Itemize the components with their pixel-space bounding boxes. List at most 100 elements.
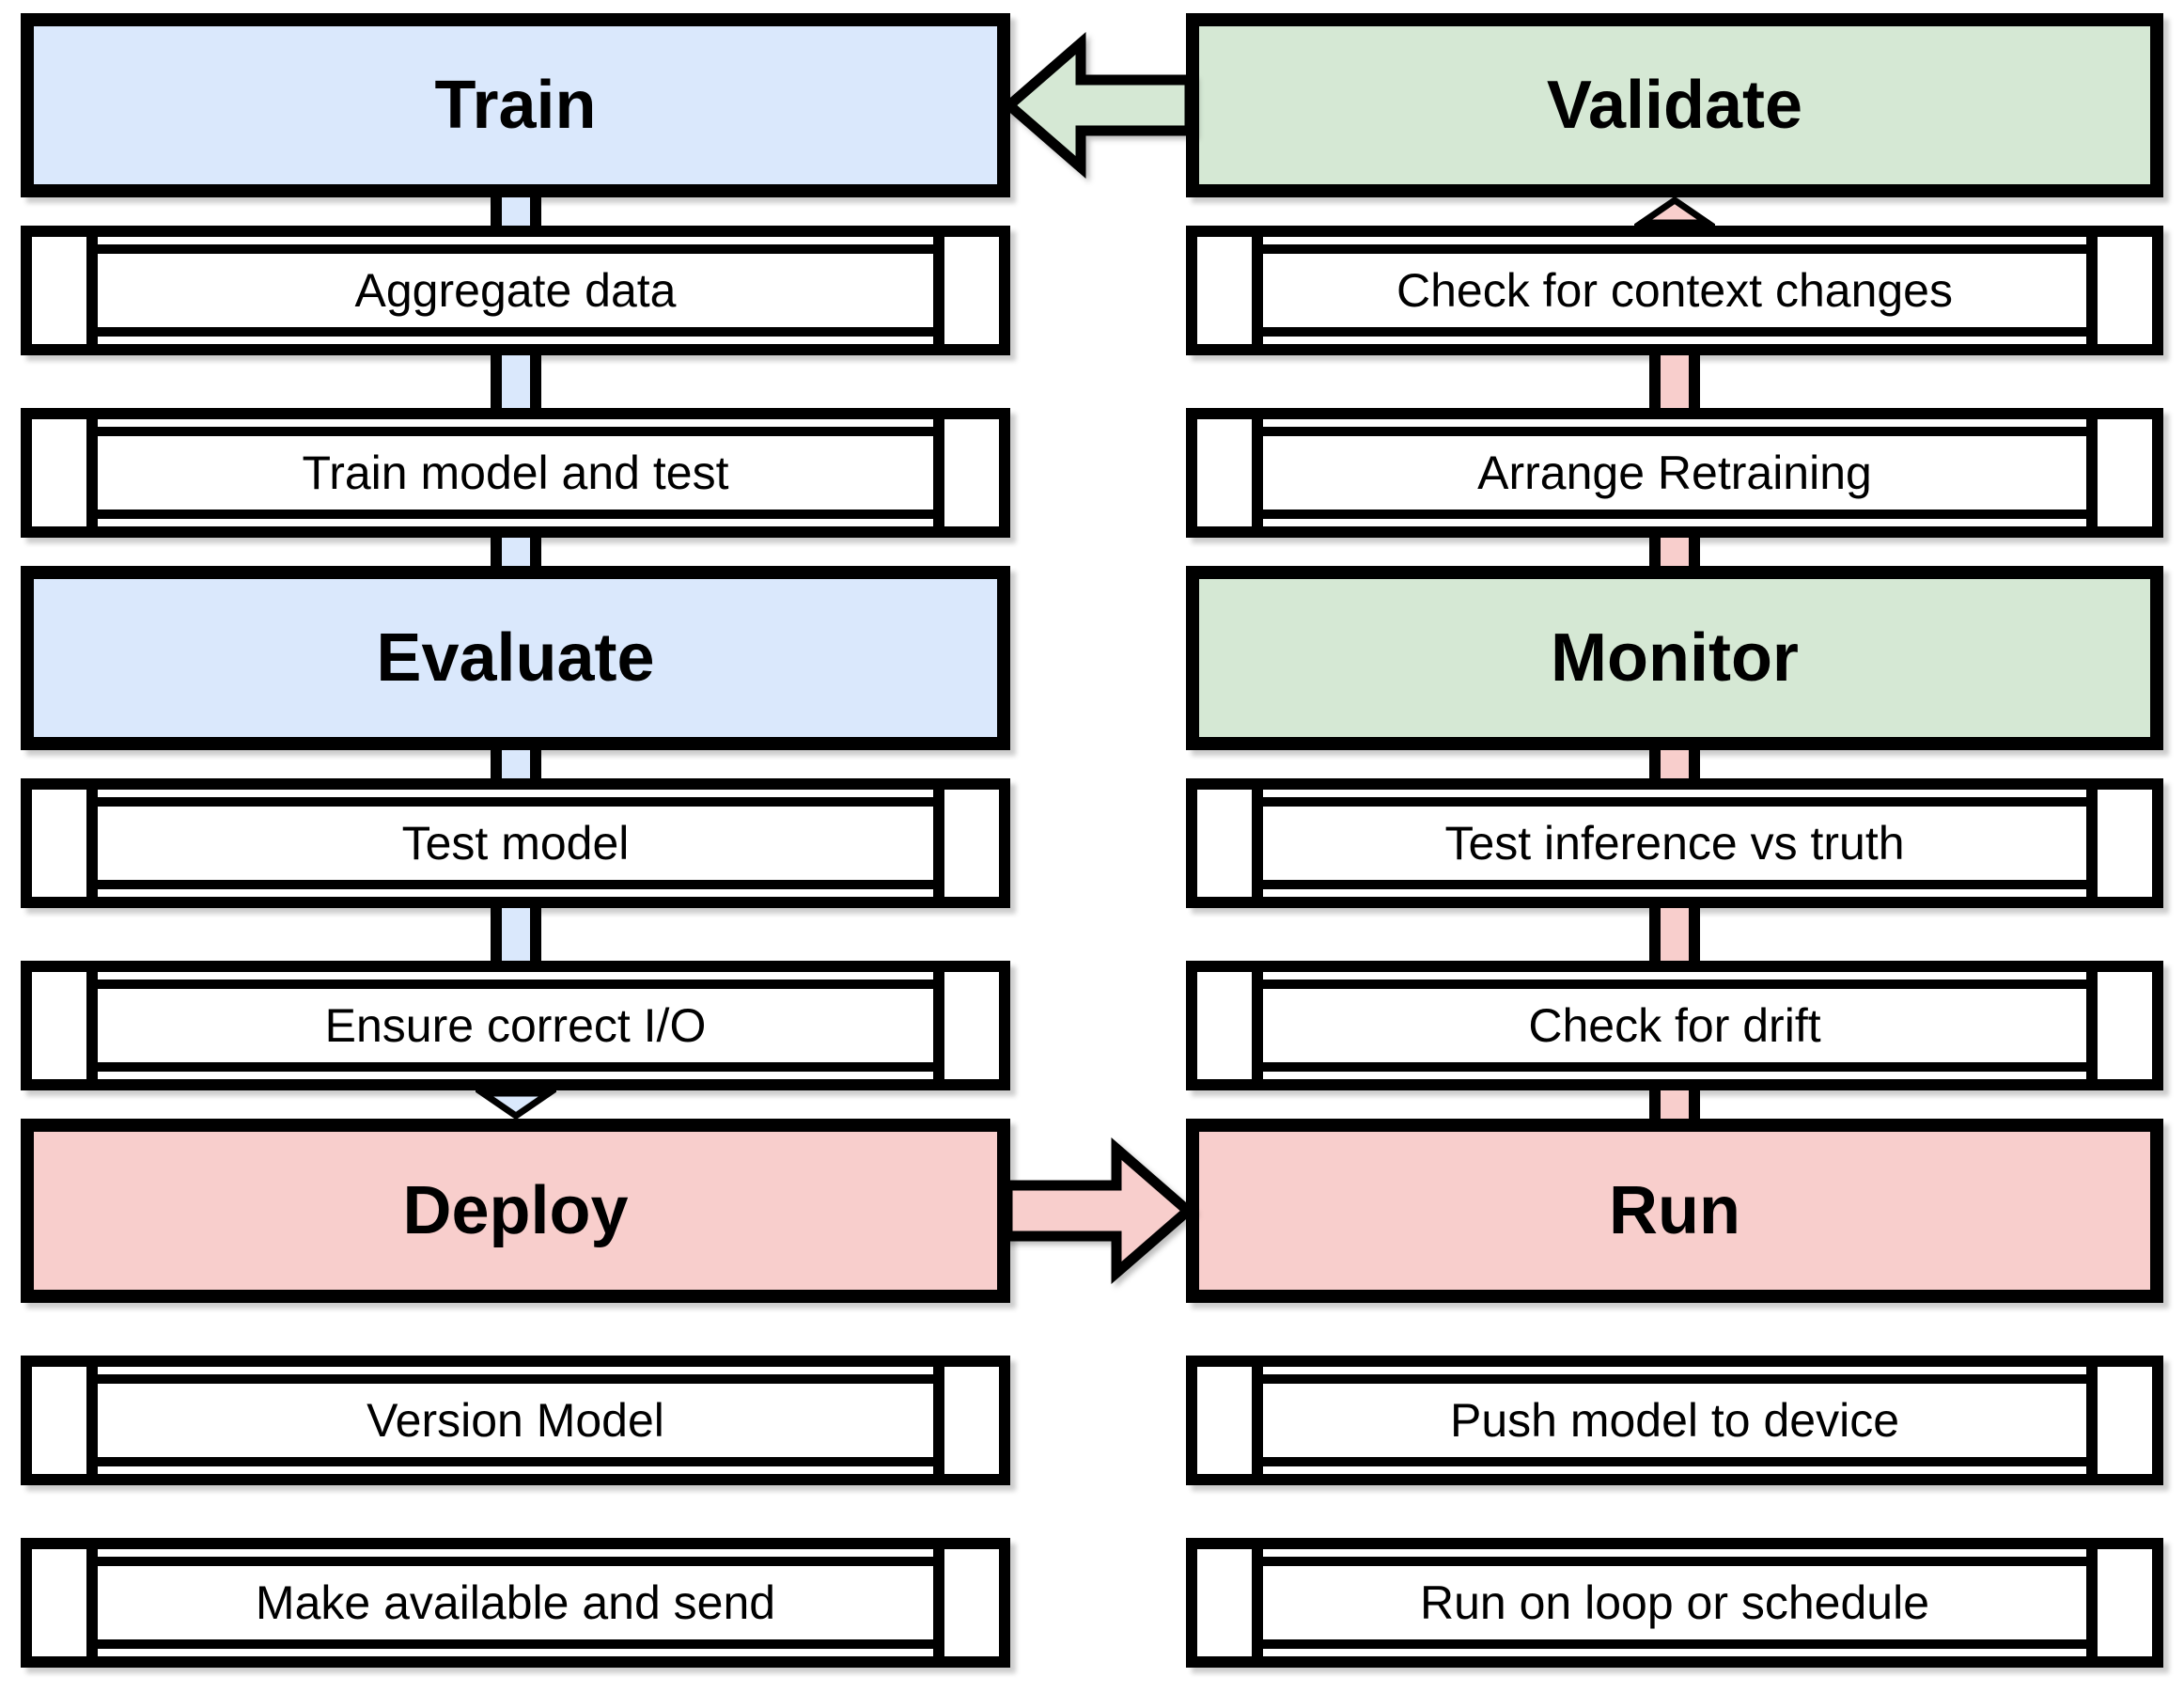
task-body: Aggregate data xyxy=(98,244,933,337)
connector-aggregate-to-trainmodel xyxy=(21,355,1010,408)
flow-stub-pink xyxy=(1649,1090,1700,1119)
task-version-model: Version Model xyxy=(21,1356,1010,1485)
task-left-cap xyxy=(1197,790,1252,897)
connector-testmodel-to-ensureio xyxy=(21,908,1010,961)
task-arrange-retraining-label: Arrange Retraining xyxy=(1477,447,1872,499)
task-aggregate-data: Aggregate data xyxy=(21,226,1010,355)
task-right-cap xyxy=(2098,237,2152,344)
header-evaluate: Evaluate xyxy=(21,566,1010,750)
task-right-divider xyxy=(2086,237,2098,344)
task-check-for-context-changes-label: Check for context changes xyxy=(1396,264,1953,317)
task-left-divider xyxy=(1252,419,1263,526)
header-validate: Validate xyxy=(1186,13,2163,197)
header-run: Run xyxy=(1186,1119,2163,1303)
connector-arrangeretraining-to-contextchanges xyxy=(1186,355,2163,408)
flow-stub-blue xyxy=(490,908,541,961)
flow-stub-blue xyxy=(490,197,541,226)
connector-checkdrift-to-testinference xyxy=(1186,908,2163,961)
task-left-divider xyxy=(86,237,98,344)
task-right-cap xyxy=(2098,1367,2152,1474)
flow-stub-pink xyxy=(1649,355,1700,408)
task-right-divider xyxy=(2086,790,2098,897)
task-body: Push model to device xyxy=(1263,1374,2086,1466)
connector-evaluate-to-testmodel xyxy=(21,750,1010,778)
down-arrowhead-icon xyxy=(475,1090,556,1119)
task-left-divider xyxy=(86,1549,98,1656)
task-right-divider xyxy=(933,237,944,344)
right-column: Validate Check for context changes Arran… xyxy=(1186,0,2163,1668)
task-version-model-label: Version Model xyxy=(367,1394,664,1447)
task-train-model-and-test: Train model and test xyxy=(21,408,1010,538)
task-body: Ensure correct I/O xyxy=(98,980,933,1072)
header-train-label: Train xyxy=(434,68,597,143)
task-left-divider xyxy=(1252,972,1263,1079)
task-make-available-and-send-label: Make available and send xyxy=(255,1576,776,1629)
connector-monitor-to-arrangeretraining xyxy=(1186,538,2163,566)
task-left-divider xyxy=(1252,237,1263,344)
task-right-cap xyxy=(2098,1549,2152,1656)
task-test-inference-vs-truth: Test inference vs truth xyxy=(1186,778,2163,908)
task-right-divider xyxy=(2086,1367,2098,1474)
task-right-cap xyxy=(2098,972,2152,1079)
task-body: Train model and test xyxy=(98,427,933,519)
validate-to-train-arrow xyxy=(1002,31,1195,180)
task-body: Check for context changes xyxy=(1263,244,2086,337)
task-run-on-loop-or-schedule-label: Run on loop or schedule xyxy=(1419,1576,1930,1629)
task-body: Arrange Retraining xyxy=(1263,427,2086,519)
task-right-cap xyxy=(944,237,999,344)
task-test-model: Test model xyxy=(21,778,1010,908)
left-column: Train Aggregate data Train model and tes… xyxy=(21,0,1010,1668)
up-arrowhead-icon xyxy=(1634,197,1715,226)
task-left-divider xyxy=(1252,1367,1263,1474)
task-aggregate-data-label: Aggregate data xyxy=(354,264,677,317)
flow-stub-blue xyxy=(490,538,541,566)
gap-run-to-pushmodel xyxy=(1186,1303,2163,1356)
gap-deploy-to-version xyxy=(21,1303,1010,1356)
task-ensure-correct-io: Ensure correct I/O xyxy=(21,961,1010,1090)
task-left-cap xyxy=(32,237,86,344)
task-body: Make available and send xyxy=(98,1557,933,1649)
task-run-on-loop-or-schedule: Run on loop or schedule xyxy=(1186,1538,2163,1668)
deploy-to-run-arrow xyxy=(1002,1137,1195,1285)
connector-trainmodel-to-evaluate xyxy=(21,538,1010,566)
task-ensure-correct-io-label: Ensure correct I/O xyxy=(324,999,707,1052)
task-body: Version Model xyxy=(98,1374,933,1466)
task-right-divider xyxy=(933,1367,944,1474)
task-right-cap xyxy=(944,1549,999,1656)
task-push-model-to-device-label: Push model to device xyxy=(1449,1394,1900,1447)
connector-contextchanges-to-validate xyxy=(1186,197,2163,226)
header-evaluate-label: Evaluate xyxy=(376,620,655,696)
connector-testinference-to-monitor xyxy=(1186,750,2163,778)
header-validate-label: Validate xyxy=(1546,68,1803,143)
connector-run-to-checkdrift xyxy=(1186,1090,2163,1119)
task-body: Test model xyxy=(98,797,933,889)
task-left-divider xyxy=(1252,790,1263,897)
deploy-to-run-arrow-shape xyxy=(1002,1137,1195,1285)
gap-version-to-makeavailable xyxy=(21,1485,1010,1538)
task-left-cap xyxy=(32,1367,86,1474)
task-left-divider xyxy=(1252,1549,1263,1656)
task-train-model-and-test-label: Train model and test xyxy=(302,447,729,499)
task-left-divider xyxy=(86,1367,98,1474)
task-check-for-context-changes: Check for context changes xyxy=(1186,226,2163,355)
task-right-cap xyxy=(944,419,999,526)
task-check-for-drift: Check for drift xyxy=(1186,961,2163,1090)
task-left-cap xyxy=(1197,1549,1252,1656)
task-test-inference-vs-truth-label: Test inference vs truth xyxy=(1444,817,1905,870)
task-body: Check for drift xyxy=(1263,980,2086,1072)
validate-to-train-arrow-shape xyxy=(1002,31,1195,180)
flow-stub-pink xyxy=(1649,538,1700,566)
header-monitor: Monitor xyxy=(1186,566,2163,750)
task-body: Test inference vs truth xyxy=(1263,797,2086,889)
header-run-label: Run xyxy=(1609,1173,1740,1248)
header-deploy-label: Deploy xyxy=(402,1173,629,1248)
task-make-available-and-send: Make available and send xyxy=(21,1538,1010,1668)
gap-pushmodel-to-runloop xyxy=(1186,1485,2163,1538)
task-right-divider xyxy=(933,972,944,1079)
task-right-cap xyxy=(944,1367,999,1474)
task-left-cap xyxy=(32,419,86,526)
task-right-divider xyxy=(933,790,944,897)
header-monitor-label: Monitor xyxy=(1551,620,1799,696)
task-check-for-drift-label: Check for drift xyxy=(1528,999,1821,1052)
